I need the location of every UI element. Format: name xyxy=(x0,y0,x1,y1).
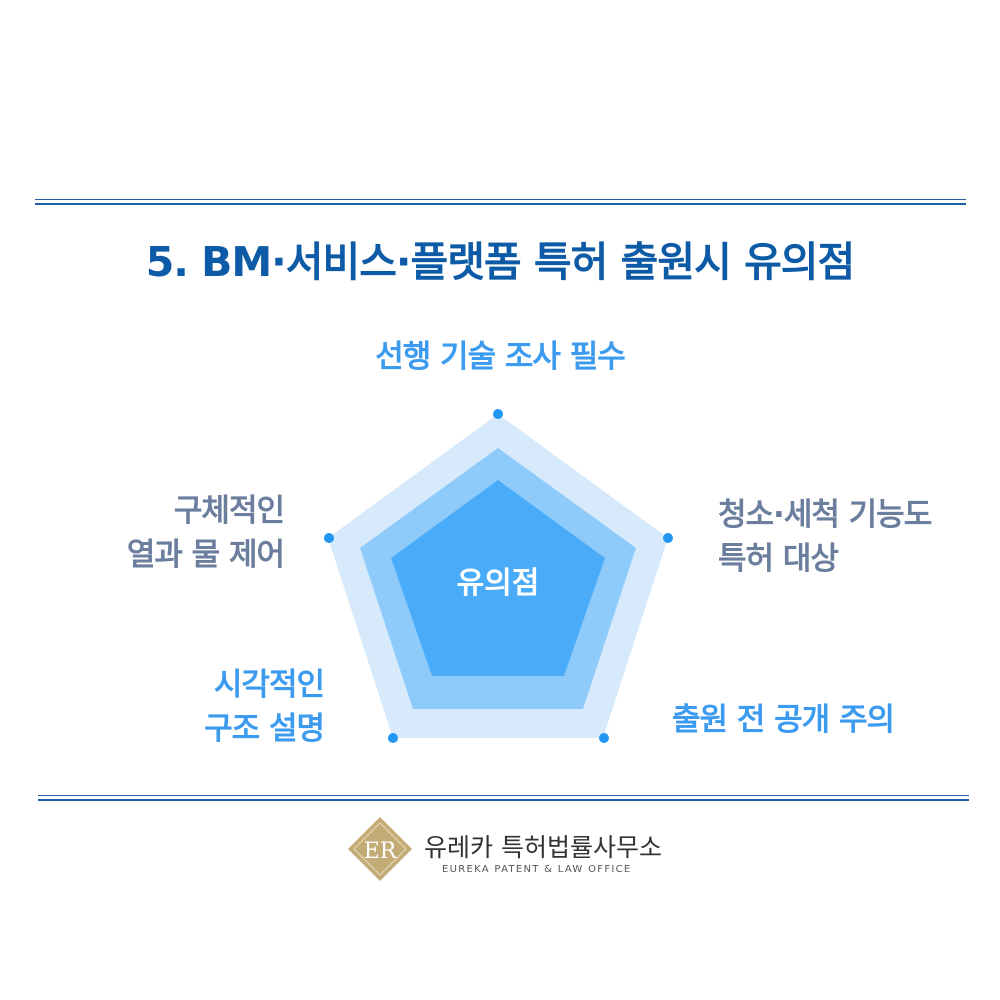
logo-diamond-icon: ER xyxy=(347,816,413,882)
vertex-dot-left xyxy=(324,533,334,543)
label-bottom-right: 출원 전 공개 주의 xyxy=(672,698,894,742)
label-bottom-left-line1: 시각적인 xyxy=(204,663,324,707)
label-left: 구체적인열과 물 제어 xyxy=(127,489,284,577)
bottom-divider xyxy=(38,795,969,796)
label-left-line1: 구체적인 xyxy=(127,489,284,533)
label-left-line2: 열과 물 제어 xyxy=(127,533,284,577)
label-right-line1: 청소·세척 기능도 xyxy=(718,493,931,537)
vertex-dot-right xyxy=(663,533,673,543)
label-top: 선행 기술 조사 필수 xyxy=(0,335,1000,379)
bottom-divider-thick xyxy=(38,799,969,801)
center-label: 유의점 xyxy=(398,558,598,602)
label-bottom-left-line2: 구조 설명 xyxy=(204,707,324,751)
office-name-en: EUREKA PATENT & LAW OFFICE xyxy=(442,864,632,875)
label-bottom-left: 시각적인구조 설명 xyxy=(204,663,324,751)
svg-text:ER: ER xyxy=(364,839,398,864)
vertex-dot-bottom-right xyxy=(599,733,609,743)
vertex-dot-bottom-left xyxy=(388,733,398,743)
label-right-line2: 특허 대상 xyxy=(718,537,931,581)
office-name: 유레카 특허법률사무소 xyxy=(424,828,662,864)
label-right: 청소·세척 기능도특허 대상 xyxy=(718,493,931,581)
vertex-dot-top xyxy=(493,409,503,419)
